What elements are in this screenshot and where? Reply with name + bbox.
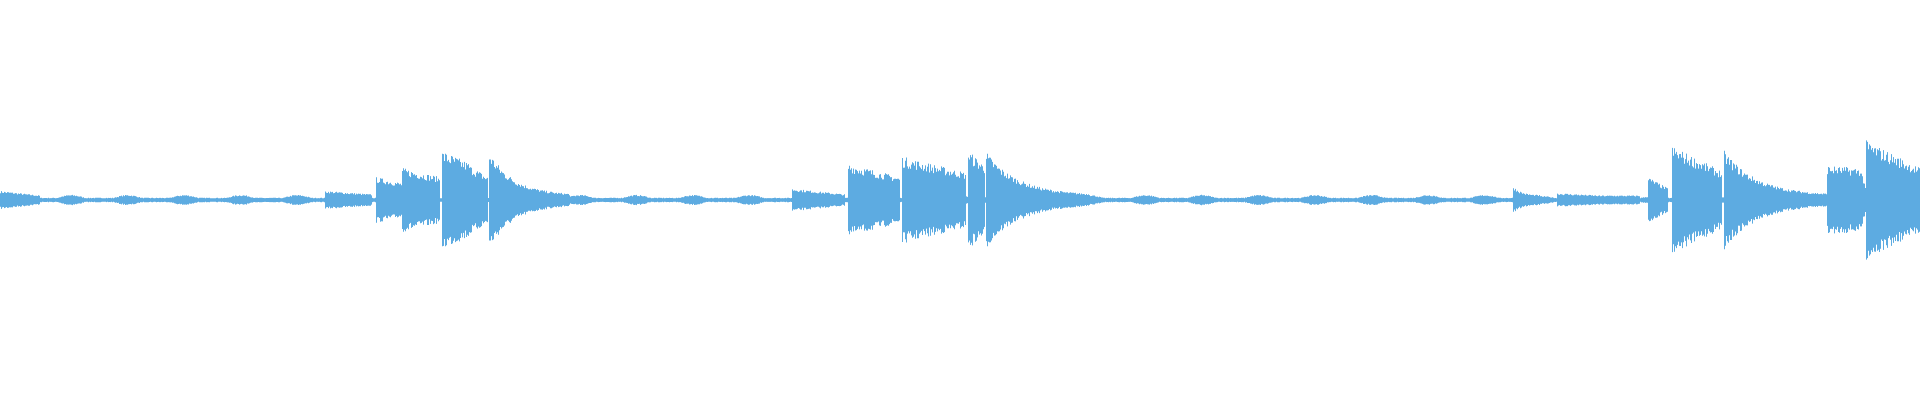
waveform-trace bbox=[0, 140, 1920, 260]
